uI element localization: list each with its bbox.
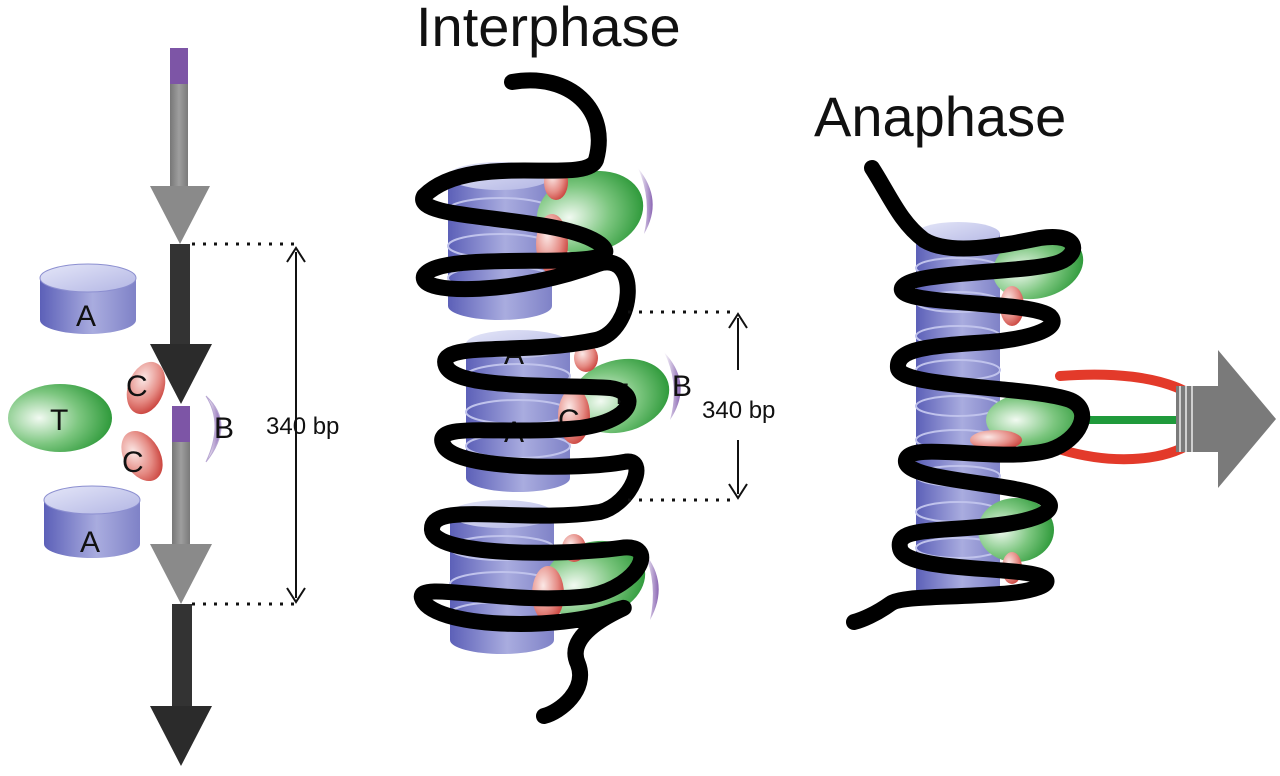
pulling-arrow-shaft	[1176, 386, 1220, 452]
anaphase-title: Anaphase	[814, 85, 1066, 148]
microtubule-red-upper	[1055, 369, 1195, 399]
grey-arrow-head-2	[150, 544, 212, 604]
cenpa-cylinder-top: A	[39, 263, 137, 334]
cenpt-oval: T	[8, 384, 112, 452]
interphase-cenpb-middle	[664, 352, 681, 420]
dark-arrow-shaft-1	[170, 244, 190, 346]
distance-arrow-left-head-top	[286, 246, 306, 263]
anaphase-panel: Anaphase	[814, 85, 1276, 630]
interphase-title: Interphase	[416, 0, 681, 58]
cenpb-box-top	[170, 48, 188, 84]
dark-arrow-shaft-2	[172, 604, 192, 708]
distance-arrow-middle-head-top	[728, 312, 748, 329]
cenpc-blob-top: C	[126, 361, 166, 415]
grey-arrow-shaft-2	[172, 442, 190, 546]
interphase-panel: Interphase A A	[413, 0, 775, 724]
distance-arrow-middle-head-bottom	[728, 483, 748, 500]
cenpt-label: T	[50, 404, 68, 437]
interphase-dna-coil	[413, 72, 650, 724]
anaphase-cenpc-middle	[970, 430, 1022, 450]
cenpa-label-bottom: A	[80, 526, 100, 559]
microtubule-red-lower	[1057, 439, 1195, 465]
cenpb-label: B	[214, 412, 234, 445]
interphase-cenpb-upper	[638, 168, 653, 234]
cenpa-label-top: A	[76, 300, 96, 333]
cenpb-crescent: B	[205, 395, 234, 463]
cenpc-label-bottom: C	[122, 446, 144, 479]
interphase-cenpb-lower	[644, 552, 659, 620]
dark-arrow-head-2	[150, 706, 212, 766]
distance-arrow-left-head-bottom	[286, 587, 306, 604]
grey-arrow-shaft-1	[170, 84, 188, 188]
distance-label-middle: 340 bp	[702, 397, 775, 424]
pulling-arrow-head	[1218, 350, 1276, 488]
linear-panel: 340 bp A A T C C B	[8, 48, 339, 766]
cenpc-label-top: C	[126, 370, 148, 403]
interphase-cenpb-label: B	[672, 370, 692, 403]
cenpb-box-middle	[172, 406, 190, 442]
dark-arrow-head-1	[150, 344, 212, 404]
grey-arrow-head-1	[150, 186, 210, 244]
interphase-cenpc-middle-2	[574, 344, 598, 372]
cenpc-blob-bottom: C	[121, 430, 163, 482]
anaphase-dna-coil	[846, 160, 1090, 630]
distance-label-left: 340 bp	[266, 413, 339, 440]
cenpa-cylinder-bottom: A	[43, 485, 141, 559]
